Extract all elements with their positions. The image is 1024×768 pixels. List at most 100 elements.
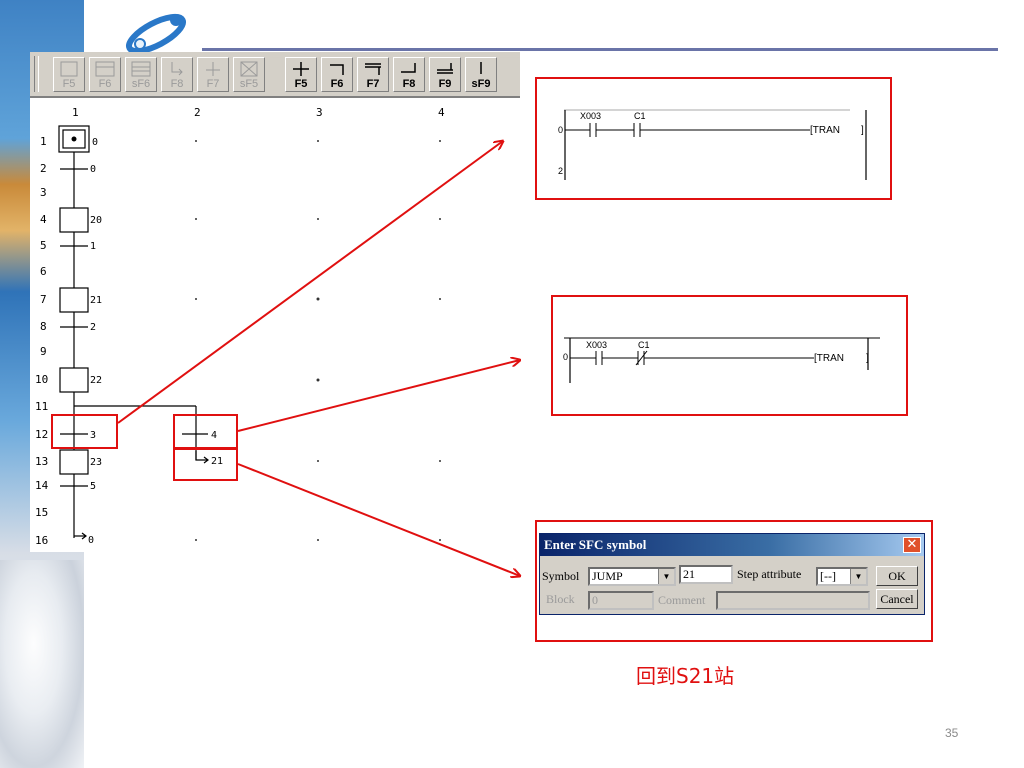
block-icon: [131, 61, 151, 77]
coil-end: ]: [866, 353, 869, 364]
transition-label: 5: [90, 481, 96, 492]
row-number: 7: [40, 293, 47, 306]
symbol-select[interactable]: JUMP ▼: [588, 567, 676, 586]
toolbar-jump-button[interactable]: F8: [161, 57, 193, 92]
column-header: 1: [72, 106, 79, 119]
dialog-title: Enter SFC symbol ✕: [540, 534, 924, 556]
coil-end: ]: [861, 125, 864, 136]
highlight-transition-3: [51, 414, 118, 449]
highlight-jump-21: [173, 448, 238, 481]
merge-icon: [401, 63, 416, 73]
row-number: 12: [35, 428, 48, 441]
end-step-icon: [240, 61, 258, 77]
row-number: 2: [40, 162, 47, 175]
sfc-diagram: 1 2 3 4 1 2 3 4 5 6 7 8 9 10 11 12 13 14…: [35, 106, 445, 547]
cancel-button[interactable]: Cancel: [876, 589, 918, 609]
step-box[interactable]: [59, 449, 89, 475]
comment-input[interactable]: [716, 591, 870, 610]
cross-line-icon: [293, 62, 309, 76]
step-symbol-icon: [60, 61, 78, 77]
highlight-ladder-panel-2: [551, 295, 908, 416]
symbol-number-value: 21: [683, 567, 695, 581]
toolbar-merge-button[interactable]: F8: [393, 57, 425, 92]
contact-label: C1: [638, 340, 650, 350]
jump-arrow-icon: [171, 62, 183, 76]
row-number: 5: [40, 239, 47, 252]
block-start-icon: [95, 61, 115, 77]
toolbar-transition-button[interactable]: F7: [197, 57, 229, 92]
page-number: 35: [945, 726, 959, 740]
chevron-down-icon[interactable]: ▼: [658, 569, 674, 584]
ladder-panel-transition-4: 0 X003 C1 [TRAN ]: [554, 298, 904, 412]
step-label: 23: [90, 457, 102, 468]
close-icon[interactable]: ✕: [903, 537, 921, 553]
row-number: 6: [40, 265, 47, 278]
step-label: 0: [92, 137, 98, 148]
ladder-row-number: 0: [558, 125, 563, 135]
jump-end-label: 0: [88, 535, 94, 546]
step-box[interactable]: [59, 207, 89, 233]
ladder-row-number: 2: [558, 166, 563, 176]
vertical-line-icon: [480, 62, 482, 74]
column-header: 2: [194, 106, 201, 119]
sfc-editor: F5 F6 sF6 F8 F7 sF5 F5 F6: [30, 52, 520, 552]
step-attribute-select[interactable]: [--] ▼: [816, 567, 868, 586]
branch-transition-label: 4: [211, 430, 217, 441]
logo-icon: [126, 13, 186, 54]
row-number: 1: [40, 135, 47, 148]
transition-label: 1: [90, 241, 96, 252]
step-attribute-value: [--]: [820, 569, 836, 583]
toolbar-button-label: F5: [62, 78, 76, 90]
block-label: Block: [546, 592, 575, 606]
row-number: 14: [35, 479, 49, 492]
step-box[interactable]: [59, 367, 89, 393]
toolbar-button-label: sF9: [471, 78, 491, 90]
toolbar-parallel-merge-button[interactable]: F9: [429, 57, 461, 92]
row-number: 11: [35, 400, 48, 413]
row-number: 15: [35, 506, 48, 519]
transition-label: 0: [90, 164, 96, 175]
transition-label: 2: [90, 322, 96, 333]
enter-sfc-symbol-dialog: Enter SFC symbol ✕ Symbol JUMP ▼ 21 Step…: [539, 533, 925, 615]
column-header: 4: [438, 106, 445, 119]
parallel-branch-icon: [365, 63, 381, 75]
ladder-row-number: 0: [563, 352, 568, 362]
toolbar-block-button[interactable]: sF6: [125, 57, 157, 92]
symbol-label: Symbol: [542, 569, 580, 583]
column-header: 3: [316, 106, 323, 119]
contact-label: C1: [634, 111, 646, 121]
highlight-dialog: [535, 520, 933, 642]
toolbar-button-label: F6: [330, 78, 344, 90]
toolbar-button-label: F5: [294, 78, 308, 90]
dialog-title-text: Enter SFC symbol: [544, 537, 647, 552]
arrow-to-ladder-1: [117, 141, 503, 424]
arrow-to-dialog: [237, 463, 520, 576]
caption: 回到S21站: [636, 664, 735, 688]
row-number: 16: [35, 534, 48, 547]
toolbar-cross-button[interactable]: F5: [285, 57, 317, 92]
block-input[interactable]: 0: [588, 591, 654, 610]
chevron-down-icon[interactable]: ▼: [850, 569, 866, 584]
symbol-number-input[interactable]: 21: [679, 565, 733, 584]
ladder-diagram: 0 X003 C1 [TRAN ]: [563, 337, 880, 383]
toolbar-branch-button[interactable]: F6: [321, 57, 353, 92]
step-label: 20: [90, 215, 102, 226]
toolbar-parallel-branch-button[interactable]: F7: [357, 57, 389, 92]
comment-label: Comment: [658, 593, 706, 607]
ok-button[interactable]: OK: [876, 566, 918, 586]
toolbar-button-label: F6: [98, 78, 112, 90]
ladder-panel-transition-3: 0 2 X003 C1 [TRAN ]: [538, 80, 888, 197]
toolbar-block-start-button[interactable]: F6: [89, 57, 121, 92]
toolbar-button-label: sF5: [239, 78, 259, 90]
parallel-merge-icon: [437, 63, 453, 74]
block-value: 0: [592, 593, 598, 607]
row-number: 3: [40, 186, 47, 199]
toolbar-button-label: F7: [206, 78, 220, 90]
toolbar-end-button[interactable]: sF5: [233, 57, 265, 92]
toolbar-grip: [34, 56, 39, 92]
toolbar-button-label: sF6: [131, 78, 151, 90]
toolbar-step-button[interactable]: F5: [53, 57, 85, 92]
step-box[interactable]: [59, 287, 89, 313]
toolbar-vertical-line-button[interactable]: sF9: [465, 57, 497, 92]
